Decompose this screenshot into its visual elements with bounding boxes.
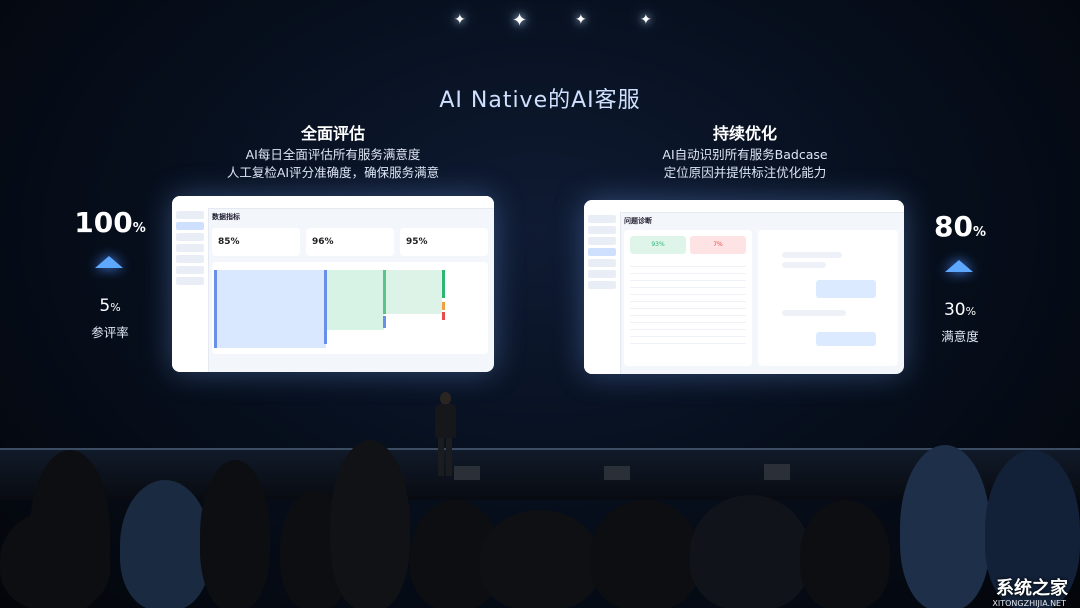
sankey-node — [442, 270, 445, 298]
right-small-value: 30 — [943, 300, 966, 320]
page-title: 问题诊断 — [624, 217, 652, 225]
right-title: 持续优化 — [712, 124, 777, 143]
app-topbar — [172, 196, 494, 209]
status-chips: 93% 7% — [624, 230, 752, 260]
right-sub-line-1: AI自动识别所有服务Badcase — [662, 147, 828, 162]
watermark-logo: 系统之家 — [996, 578, 1068, 599]
sankey-band — [216, 270, 326, 348]
slide-headline: AI Native的AI客服 — [439, 88, 641, 113]
chat-log — [758, 230, 898, 366]
spotlight: ✦ — [454, 12, 466, 28]
kpi-value: 85% — [218, 237, 240, 247]
stage-monitor — [604, 466, 630, 480]
right-big-stat: 80% — [910, 210, 1010, 243]
sankey-node — [383, 316, 386, 328]
sankey-node — [324, 270, 327, 344]
audience — [0, 440, 1080, 608]
app-sidebar — [584, 212, 621, 374]
presenter — [432, 392, 458, 478]
right-big-unit: % — [972, 225, 986, 240]
up-arrow-icon — [945, 260, 973, 272]
diagnosis-table: 93% 7% — [624, 230, 752, 366]
right-sub-line-2: 定位原因并提供标注优化能力 — [663, 165, 827, 180]
watermark-url: XITONGZHIJIA.NET — [992, 599, 1066, 608]
stage-monitor — [764, 464, 790, 480]
left-small-stat: 5% — [60, 296, 160, 316]
stage-monitor — [454, 466, 480, 480]
kpi-value: 96% — [312, 237, 334, 247]
left-big-value: 100 — [74, 206, 133, 239]
left-small-unit: % — [110, 301, 121, 314]
sankey-node — [442, 302, 445, 310]
table-rows — [624, 260, 752, 344]
page-title: 数据指标 — [212, 213, 240, 221]
left-sub-line-1: AI每日全面评估所有服务满意度 — [245, 147, 421, 162]
left-sub-line-2: 人工复检AI评分准确度，确保服务满意 — [226, 165, 440, 180]
chat-bubble — [782, 252, 842, 258]
left-big-stat: 100% — [60, 206, 160, 239]
app-sidebar — [172, 208, 209, 372]
app-topbar — [584, 200, 904, 213]
kpi-card: 85% — [212, 228, 300, 256]
sankey-chart — [212, 262, 488, 354]
spotlight: ✦ — [575, 12, 587, 28]
chat-bubble — [816, 332, 876, 346]
sankey-node — [442, 312, 445, 320]
dashboard-screenshot-left: 数据指标 85% 96% 95% — [172, 196, 494, 372]
right-small-unit: % — [965, 305, 977, 318]
right-subtitle: AI自动识别所有服务Badcase 定位原因并提供标注优化能力 — [575, 146, 915, 182]
bad-chip: 7% — [690, 236, 746, 254]
spotlight: ✦ — [640, 12, 652, 28]
chat-bubble — [782, 310, 846, 316]
ceiling-lights: ✦ ✦ ✦ ✦ — [0, 0, 1080, 40]
sankey-node — [214, 270, 217, 348]
app-main: 数据指标 85% 96% 95% — [212, 212, 488, 366]
left-big-unit: % — [132, 221, 146, 236]
sankey-band — [386, 270, 442, 314]
sankey-node — [383, 270, 386, 314]
right-small-stat: 30% — [910, 300, 1010, 320]
left-stat-label: 参评率 — [91, 325, 129, 340]
left-small-value: 5 — [99, 296, 111, 316]
kpi-card: 95% — [400, 228, 488, 256]
app-main: 问题诊断 93% 7% — [624, 216, 898, 368]
right-stat-label: 满意度 — [941, 329, 979, 344]
kpi-row: 85% 96% 95% — [212, 228, 488, 256]
left-subtitle: AI每日全面评估所有服务满意度 人工复检AI评分准确度，确保服务满意 — [163, 146, 503, 182]
kpi-card: 96% — [306, 228, 394, 256]
right-big-value: 80 — [934, 210, 973, 243]
kpi-value: 95% — [406, 237, 428, 247]
left-title: 全面评估 — [300, 124, 365, 143]
ok-chip: 93% — [630, 236, 686, 254]
chat-bubble — [782, 262, 826, 268]
chat-bubble — [816, 280, 876, 298]
up-arrow-icon — [95, 256, 123, 268]
sankey-band — [327, 270, 384, 330]
dashboard-screenshot-right: 问题诊断 93% 7% — [584, 200, 904, 374]
spotlight: ✦ — [512, 10, 528, 31]
